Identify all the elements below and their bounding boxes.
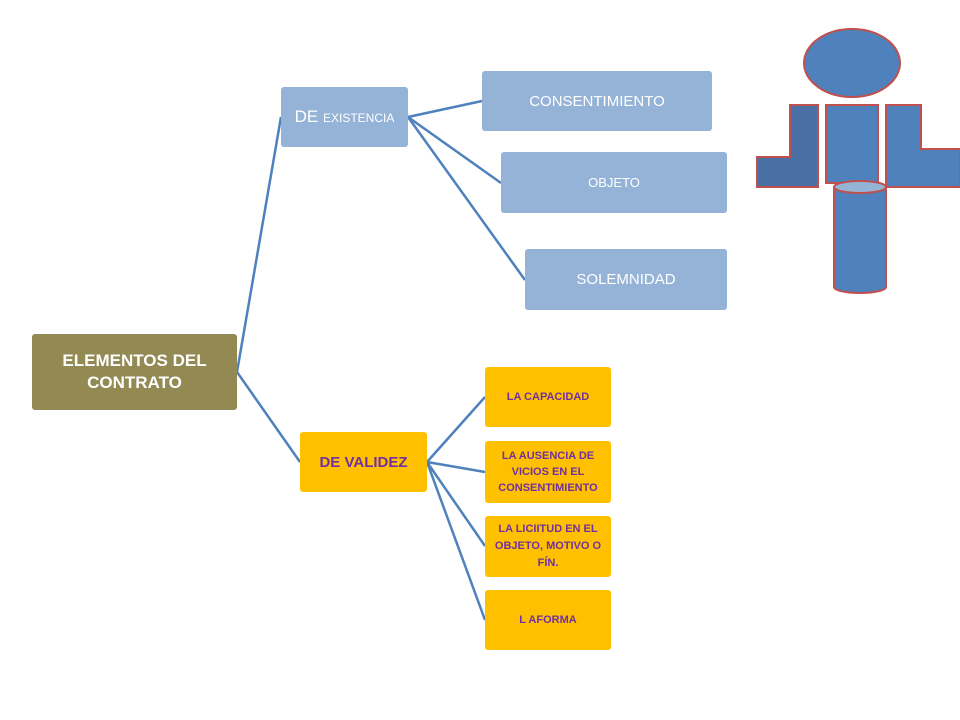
connector-existencia-consentimiento xyxy=(407,99,483,119)
root-node: ELEMENTOS DEL CONTRATO xyxy=(32,334,237,410)
connector-existencia-objeto xyxy=(407,115,502,185)
existencia-node: DE EXISTENCIA xyxy=(281,87,408,147)
figure-head xyxy=(803,28,901,98)
ausencia-vicios-node: LA AUSENCIA DE VICIOS EN EL CONSENTIMIEN… xyxy=(485,441,611,503)
consentimiento-label: CONSENTIMIENTO xyxy=(529,92,665,110)
ausencia-vicios-label: LA AUSENCIA DE VICIOS EN EL CONSENTIMIEN… xyxy=(498,450,598,494)
connector-validez-capacidad xyxy=(426,396,486,463)
connector-validez-ausencia xyxy=(426,460,486,474)
existencia-label: DE EXISTENCIA xyxy=(295,107,395,127)
forma-label: L AFORMA xyxy=(519,614,577,626)
connector-existencia-solemnidad xyxy=(406,116,527,281)
liciitud-label: LA LICIITUD EN EL OBJETO, MOTIVO O FÍN. xyxy=(494,523,602,569)
figure-leg-cylinder xyxy=(833,187,887,294)
capacidad-label: LA CAPACIDAD xyxy=(506,391,590,403)
validez-node: DE VALIDEZ xyxy=(300,432,427,492)
figure-left-arm xyxy=(756,104,819,188)
liciitud-node: LA LICIITUD EN EL OBJETO, MOTIVO O FÍN. xyxy=(485,516,611,577)
figure-body xyxy=(825,104,879,184)
connector-root-validez xyxy=(235,371,302,463)
figure-leg-top xyxy=(833,180,887,194)
existencia-label-small: EXISTENCIA xyxy=(323,111,395,125)
connector-root-existencia xyxy=(235,116,283,373)
forma-node: L AFORMA xyxy=(485,590,611,650)
objeto-label: OBJETO xyxy=(588,175,640,190)
solemnidad-node: SOLEMNIDAD xyxy=(525,249,727,310)
figure-right-arm xyxy=(885,104,960,188)
solemnidad-label: SOLEMNIDAD xyxy=(576,271,676,288)
existencia-label-big: DE xyxy=(294,107,319,126)
root-label: ELEMENTOS DEL CONTRATO xyxy=(62,351,207,392)
capacidad-node: LA CAPACIDAD xyxy=(485,367,611,427)
objeto-node: OBJETO xyxy=(501,152,727,213)
validez-label: DE VALIDEZ xyxy=(319,453,408,471)
blocky-person-figure-icon xyxy=(756,28,960,294)
consentimiento-node: CONSENTIMIENTO xyxy=(482,71,712,131)
connector-validez-liciitud xyxy=(425,461,487,547)
connector-validez-forma xyxy=(425,461,487,621)
